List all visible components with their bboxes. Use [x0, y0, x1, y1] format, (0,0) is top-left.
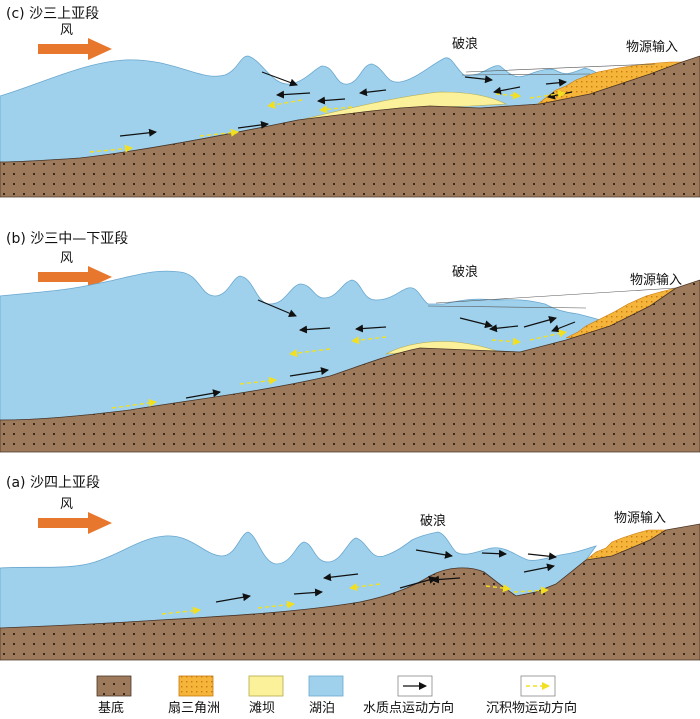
panel-a: (a) 沙四上亚段 风 破浪 物源输入 [0, 475, 700, 660]
legend: 基底 扇三角洲 滩坝 湖泊 水质点运动方向 沉积物运动方向 [97, 676, 577, 716]
breaker-label: 破浪 [452, 37, 478, 52]
basement-swatch [97, 676, 131, 696]
panel-c: (c) 沙三上亚段 风 破浪 物源输入 [0, 6, 700, 197]
breaker-label: 破浪 [452, 265, 478, 280]
wind-arrow-icon [38, 512, 112, 534]
legend-label: 沉积物运动方向 [486, 700, 577, 716]
breaker-label: 破浪 [420, 514, 446, 529]
panel-title: (a) 沙四上亚段 [6, 475, 100, 491]
source-input-label: 物源输入 [630, 272, 682, 288]
legend-label: 基底 [98, 700, 124, 716]
legend-label: 水质点运动方向 [363, 700, 454, 716]
legend-label: 扇三角洲 [168, 700, 220, 716]
legend-label: 湖泊 [309, 701, 335, 716]
source-input-label: 物源输入 [626, 39, 678, 55]
source-input-label: 物源输入 [614, 510, 666, 526]
fan-delta-swatch [179, 676, 213, 696]
wind-label: 风 [60, 497, 73, 512]
panel-title: (b) 沙三中—下亚段 [6, 231, 128, 247]
beach-bar-swatch [249, 676, 283, 696]
legend-label: 滩坝 [249, 701, 275, 716]
wind-arrow-icon [38, 38, 112, 60]
lake-swatch [309, 676, 343, 696]
wind-label: 风 [60, 23, 73, 38]
wind-label: 风 [60, 251, 73, 266]
panel-title: (c) 沙三上亚段 [6, 6, 99, 22]
panel-b: (b) 沙三中—下亚段 风 破浪 物源输入 [0, 231, 700, 452]
